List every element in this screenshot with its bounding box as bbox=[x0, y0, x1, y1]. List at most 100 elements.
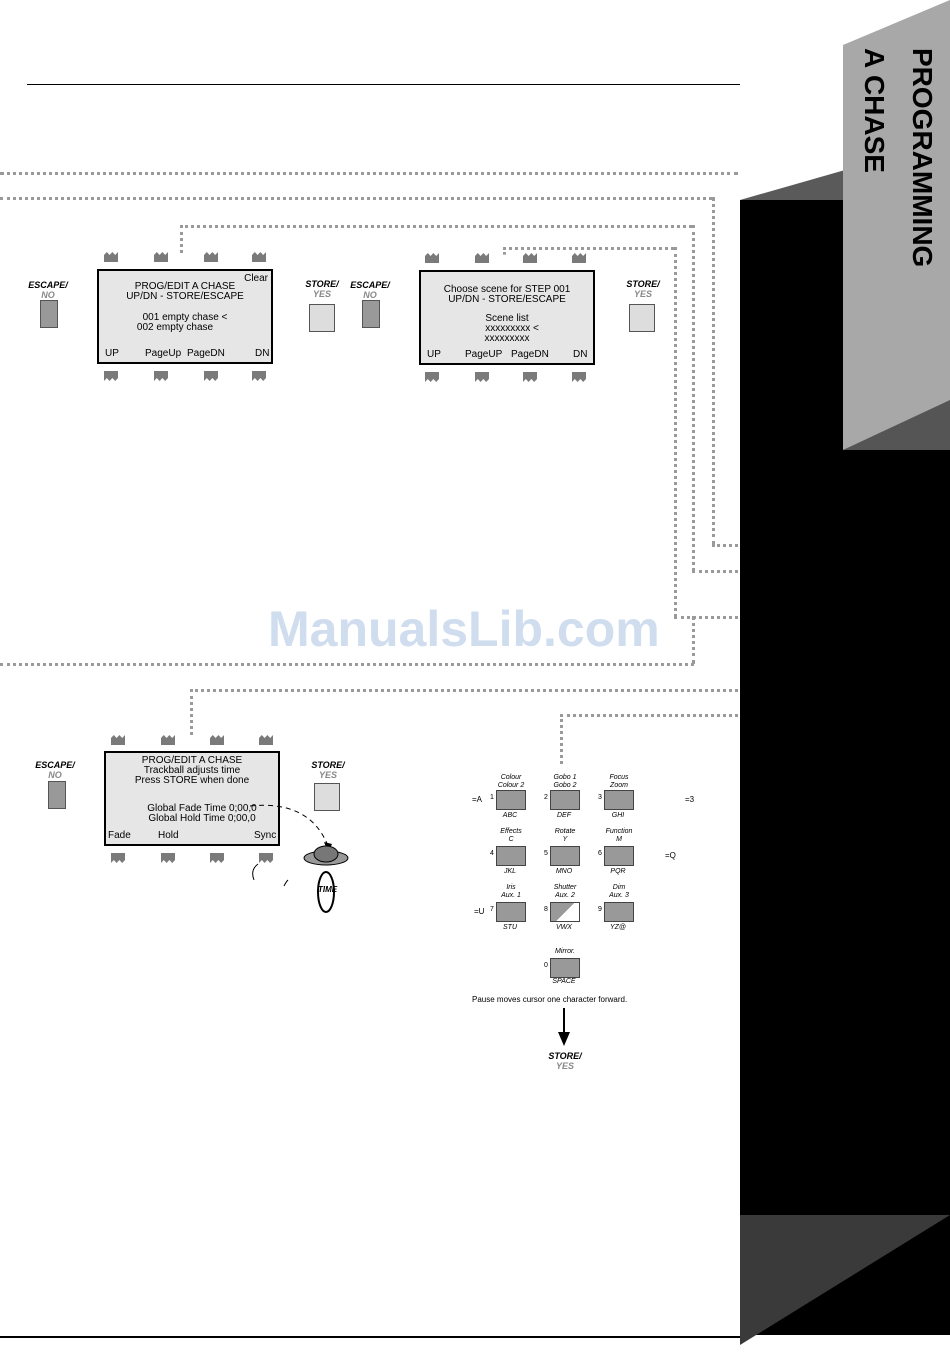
softkey-label: Hold bbox=[158, 830, 179, 841]
connector bbox=[692, 570, 738, 573]
softkey-bottom[interactable] bbox=[204, 371, 218, 381]
key-9[interactable] bbox=[604, 902, 634, 922]
store-button-hand-icon[interactable] bbox=[629, 304, 655, 332]
connector bbox=[503, 247, 506, 255]
key-number: 5 bbox=[544, 850, 548, 857]
key-bottom-label: MNO bbox=[555, 868, 573, 875]
softkey-bottom[interactable] bbox=[111, 853, 125, 863]
softkey-label: PageDN bbox=[511, 349, 549, 360]
keypad-note: Pause moves cursor one character forward… bbox=[472, 995, 628, 1004]
softkey-bottom[interactable] bbox=[572, 372, 586, 382]
key-6[interactable] bbox=[604, 846, 634, 866]
connector bbox=[712, 544, 738, 547]
store-label: STORE/YES bbox=[626, 279, 660, 299]
softkey-top[interactable] bbox=[259, 735, 273, 745]
softkey-bottom[interactable] bbox=[252, 371, 266, 381]
key-top-label: Focus Zoom bbox=[609, 774, 629, 789]
softkey-label: UP bbox=[105, 348, 119, 359]
key-bottom-label: PQR bbox=[610, 868, 626, 875]
softkey-top[interactable] bbox=[425, 253, 439, 263]
softkey-label: PageUp bbox=[145, 348, 182, 359]
escape-button[interactable] bbox=[362, 300, 380, 328]
key-3[interactable] bbox=[604, 790, 634, 810]
connector bbox=[180, 225, 692, 228]
softkey-bottom[interactable] bbox=[210, 853, 224, 863]
connector bbox=[190, 689, 738, 692]
connector bbox=[503, 247, 674, 250]
softkey-top[interactable] bbox=[523, 253, 537, 263]
escape-button[interactable] bbox=[40, 300, 58, 328]
key-4[interactable] bbox=[496, 846, 526, 866]
softkey-top[interactable] bbox=[210, 735, 224, 745]
lcd-line: PROG/EDIT A CHASE bbox=[141, 755, 243, 766]
store-label: STORE/YES bbox=[305, 279, 339, 299]
softkey-top[interactable] bbox=[572, 253, 586, 263]
trackball-ring-icon bbox=[317, 871, 335, 913]
key-number: 2 bbox=[544, 794, 548, 801]
connector bbox=[190, 689, 193, 735]
key-top-label: Gobo 1 Gobo 2 bbox=[553, 774, 577, 789]
lcd-display-3: PROG/EDIT A CHASE Trackball adjusts time… bbox=[104, 751, 280, 846]
softkey-top[interactable] bbox=[111, 735, 125, 745]
store-button-hand-icon[interactable] bbox=[309, 304, 335, 332]
softkey-bottom[interactable] bbox=[259, 853, 273, 863]
softkey-label: Sync bbox=[254, 830, 277, 841]
sidebar-tab bbox=[843, 0, 950, 450]
softkey-top[interactable] bbox=[104, 252, 118, 262]
curved-arrow-icon bbox=[283, 879, 289, 887]
key-bottom-label: GHI bbox=[611, 812, 625, 819]
trackball-diagram bbox=[249, 804, 349, 913]
key-number: 8 bbox=[544, 906, 548, 913]
key-side-note: =U bbox=[474, 907, 485, 916]
key-top-label: Function M bbox=[605, 828, 633, 843]
key-8[interactable] bbox=[550, 902, 580, 922]
softkey-label: Fade bbox=[108, 830, 131, 841]
softkey-label: DN bbox=[255, 348, 270, 359]
connector bbox=[692, 225, 695, 571]
softkey-top[interactable] bbox=[252, 252, 266, 262]
trackball-icon bbox=[313, 845, 339, 863]
key-bottom-label: STU bbox=[503, 924, 517, 931]
connector bbox=[0, 197, 712, 200]
key-0[interactable] bbox=[550, 958, 580, 978]
store-label: STORE/YES bbox=[311, 760, 345, 780]
softkey-bottom[interactable] bbox=[161, 853, 175, 863]
softkey-label: UP bbox=[427, 349, 441, 360]
footer-rule bbox=[0, 1336, 740, 1338]
softkey-bottom[interactable] bbox=[523, 372, 537, 382]
curved-arrow-icon bbox=[252, 863, 259, 881]
sidebar-title-line1: PROGRAMMING bbox=[907, 48, 938, 268]
store-button-hand-icon[interactable] bbox=[314, 783, 340, 811]
lcd-line: 001 empty chase < bbox=[142, 312, 228, 323]
time-label: TIME bbox=[318, 885, 338, 894]
softkey-label: PageUP bbox=[465, 349, 503, 360]
escape-button[interactable] bbox=[48, 781, 66, 809]
softkey-top[interactable] bbox=[204, 252, 218, 262]
key-number: 9 bbox=[598, 906, 602, 913]
lcd-line: xxxxxxxxx < bbox=[485, 323, 539, 334]
key-7[interactable] bbox=[496, 902, 526, 922]
key-1[interactable] bbox=[496, 790, 526, 810]
softkey-top[interactable] bbox=[475, 253, 489, 263]
connector bbox=[180, 225, 183, 253]
key-top-label: Shutter Aux. 2 bbox=[553, 884, 577, 899]
softkey-bottom[interactable] bbox=[154, 371, 168, 381]
keypad: Colour Colour 2 1 ABC =A Gobo 1 Gobo 2 2… bbox=[460, 770, 720, 1071]
lcd-line: UP/DN - STORE/ESCAPE bbox=[126, 291, 244, 302]
softkey-top[interactable] bbox=[154, 252, 168, 262]
key-bottom-label: SPACE bbox=[552, 978, 576, 985]
softkey-bottom[interactable] bbox=[104, 371, 118, 381]
softkey-bottom[interactable] bbox=[425, 372, 439, 382]
key-5[interactable] bbox=[550, 846, 580, 866]
softkey-top[interactable] bbox=[161, 735, 175, 745]
key-2[interactable] bbox=[550, 790, 580, 810]
lcd-line: Press STORE when done bbox=[134, 775, 250, 786]
softkey-label: PageDN bbox=[187, 348, 225, 359]
key-side-note: =3 bbox=[685, 795, 695, 804]
connector bbox=[692, 616, 695, 664]
key-side-note: =A bbox=[472, 795, 483, 804]
header-rule bbox=[27, 84, 740, 85]
sidebar-title: PROGRAMMING A CHASE bbox=[858, 48, 938, 298]
softkey-bottom[interactable] bbox=[475, 372, 489, 382]
connector bbox=[674, 247, 677, 617]
